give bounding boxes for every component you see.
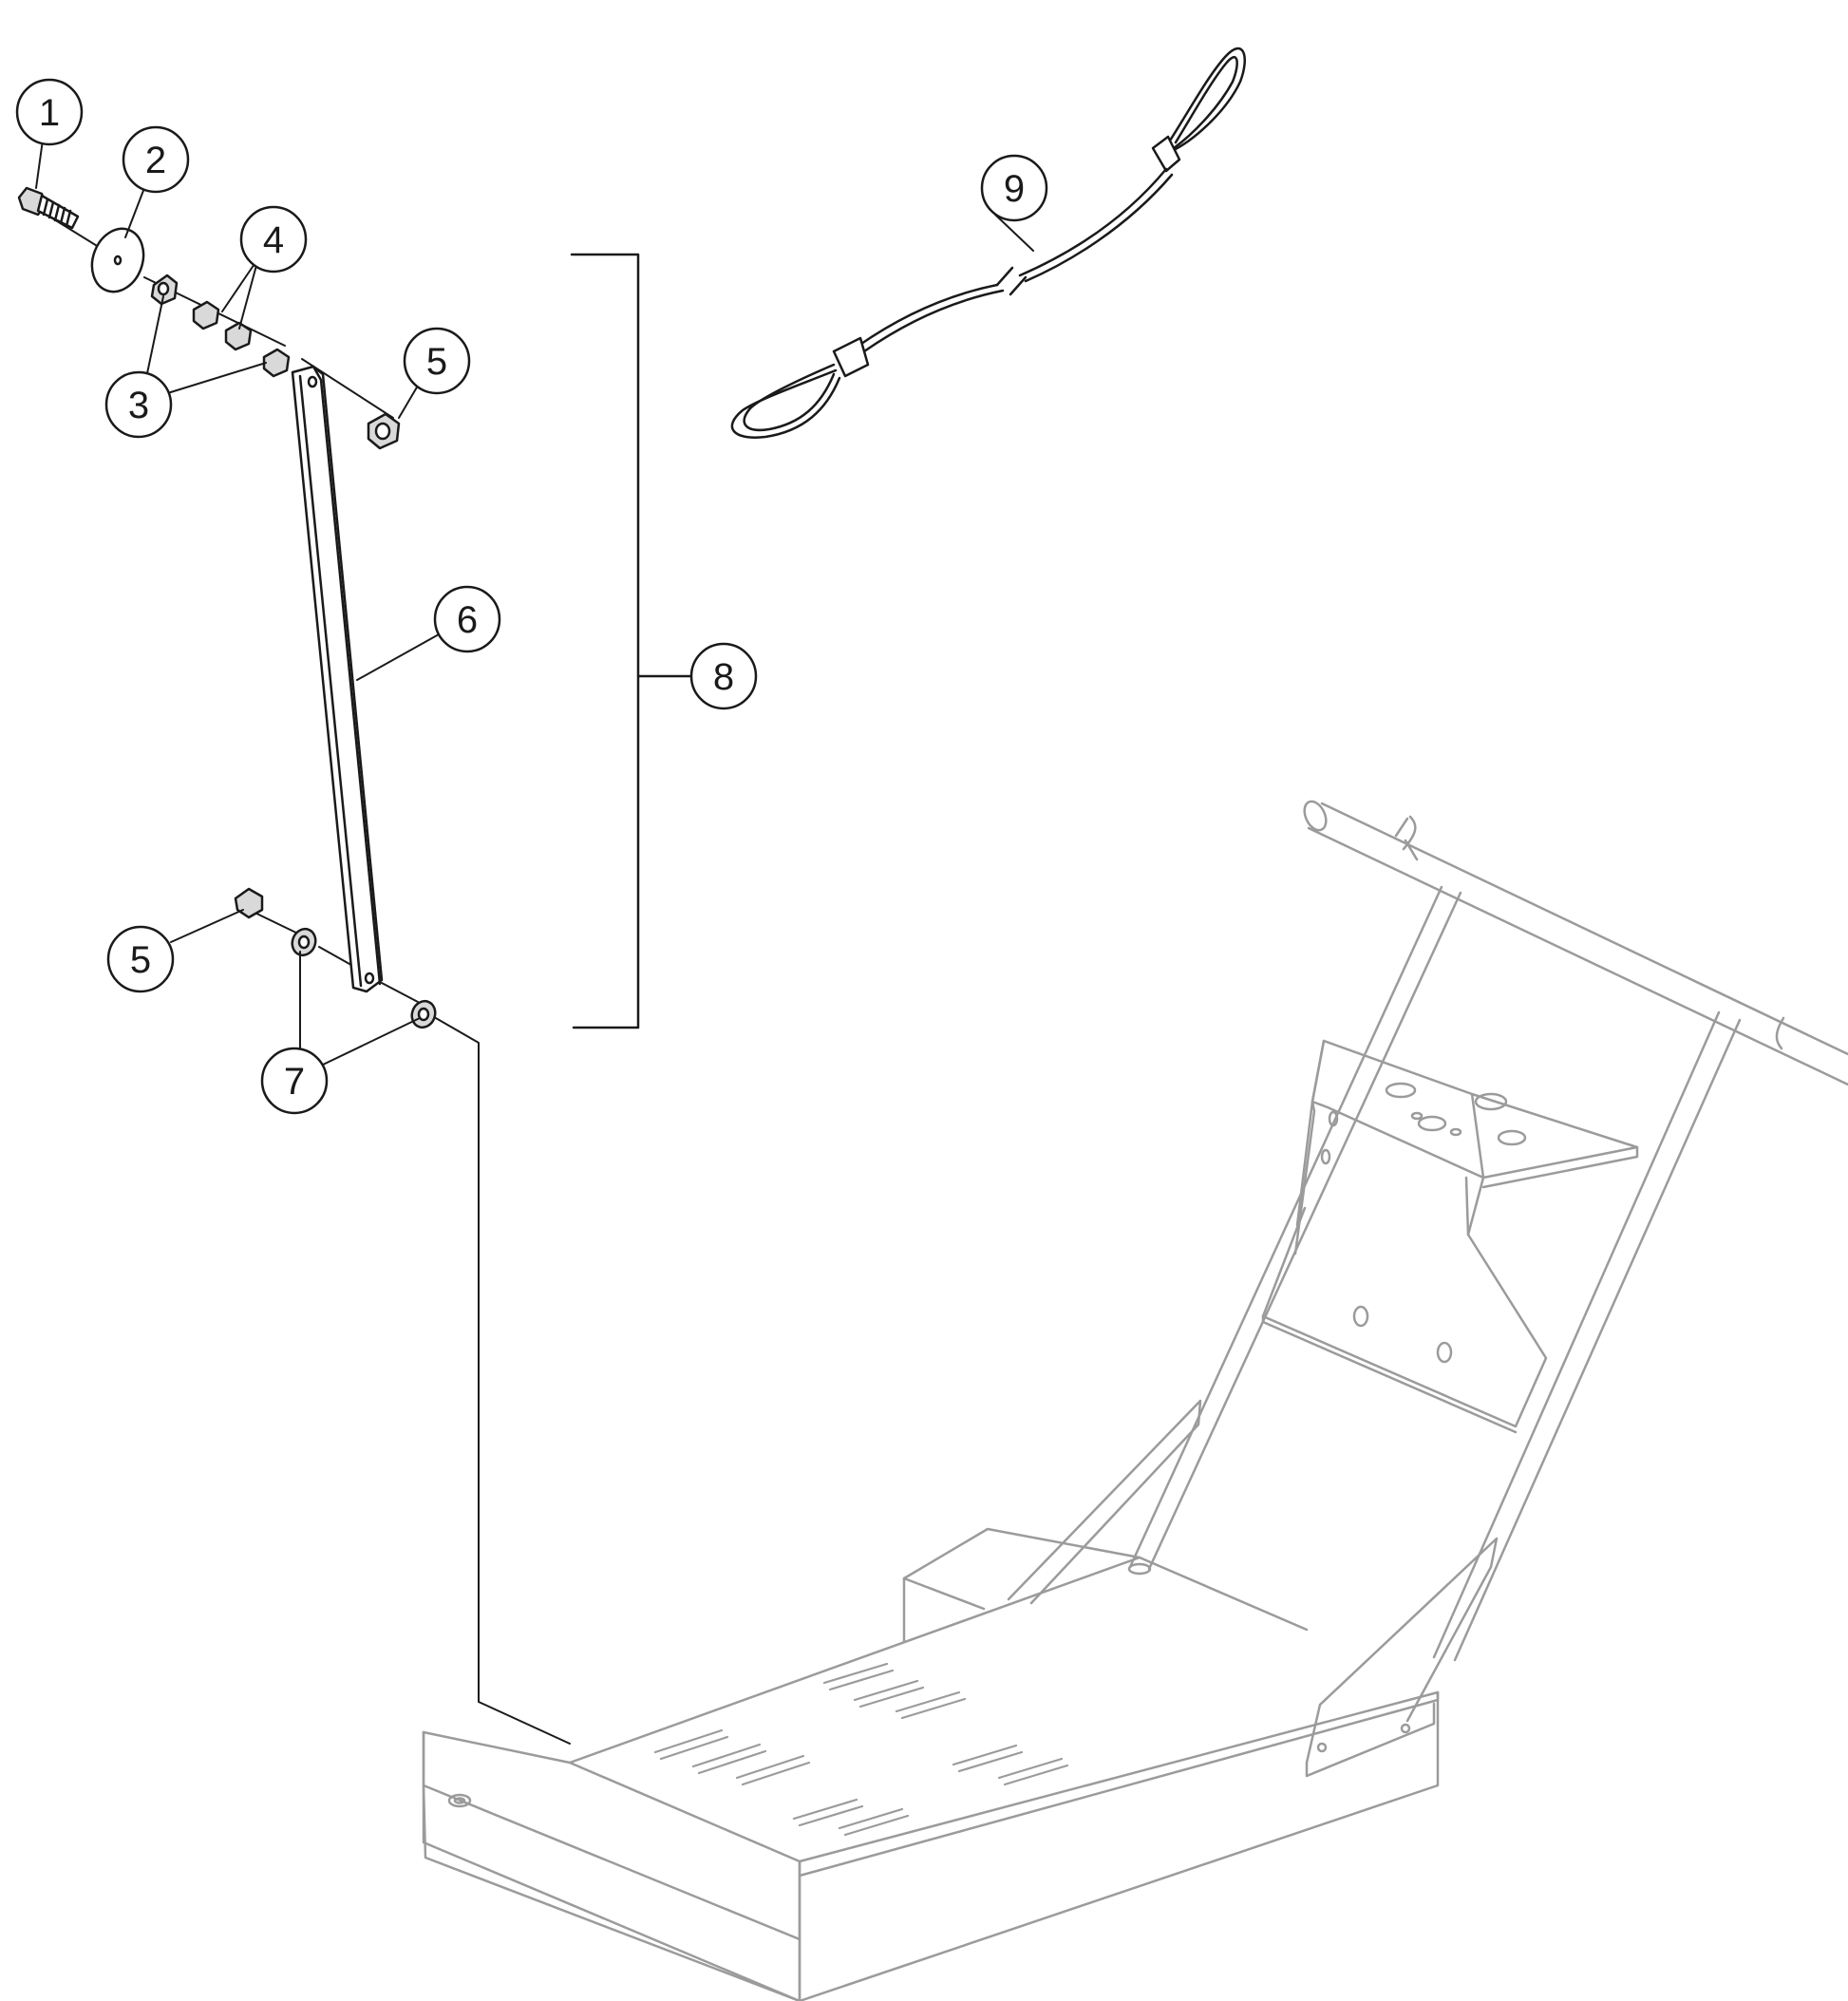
handle-bar <box>1303 800 1848 1086</box>
callout-1: 1 <box>15 78 84 146</box>
fender-washer <box>90 227 145 293</box>
base-frame-ghost <box>422 800 1848 2001</box>
svg-text:5: 5 <box>426 341 447 383</box>
callout-8: 8 <box>689 642 758 710</box>
lower-explode-line <box>248 909 419 1003</box>
callout-2: 2 <box>122 125 190 194</box>
callout-9: 9 <box>980 154 1048 222</box>
callout-3: 3 <box>104 370 173 439</box>
uprights <box>1127 885 1742 1662</box>
kit-parts <box>17 47 1246 1745</box>
callout-6: 6 <box>433 585 501 653</box>
hex-nut-4b <box>224 321 253 351</box>
hex-nut-3a <box>150 274 179 306</box>
diagonal-braces <box>1007 1399 1499 1778</box>
callout-5-upper: 5 <box>403 327 471 395</box>
deck-slots <box>653 1662 1069 1837</box>
callout-7: 7 <box>260 1047 329 1115</box>
flat-washer-7b <box>410 999 437 1029</box>
svg-text:1: 1 <box>39 92 60 134</box>
callout-4: 4 <box>239 205 308 274</box>
deck-plate <box>422 1527 1440 2001</box>
hex-nut-4a <box>192 300 220 330</box>
kit-bracket <box>570 253 693 1029</box>
hex-nut-3b <box>262 348 291 378</box>
svg-text:2: 2 <box>145 140 166 181</box>
svg-text:4: 4 <box>263 219 284 261</box>
svg-text:6: 6 <box>457 599 478 641</box>
svg-text:5: 5 <box>130 939 151 981</box>
svg-text:7: 7 <box>284 1061 305 1103</box>
drop-line-to-deck <box>428 1013 571 1745</box>
support-strap <box>291 365 384 993</box>
svg-text:3: 3 <box>128 385 149 426</box>
safety-cable <box>730 47 1246 439</box>
leader-lines <box>35 132 1034 1067</box>
mid-plate <box>1261 1176 1548 1434</box>
hex-nut-5b <box>234 887 264 919</box>
hex-bolt <box>17 186 80 230</box>
svg-text:8: 8 <box>713 656 734 698</box>
callout-5-lower: 5 <box>106 925 175 993</box>
hex-nut-5a <box>367 412 401 450</box>
svg-text:9: 9 <box>1004 168 1025 210</box>
upper-bracket <box>1293 1039 1639 1255</box>
